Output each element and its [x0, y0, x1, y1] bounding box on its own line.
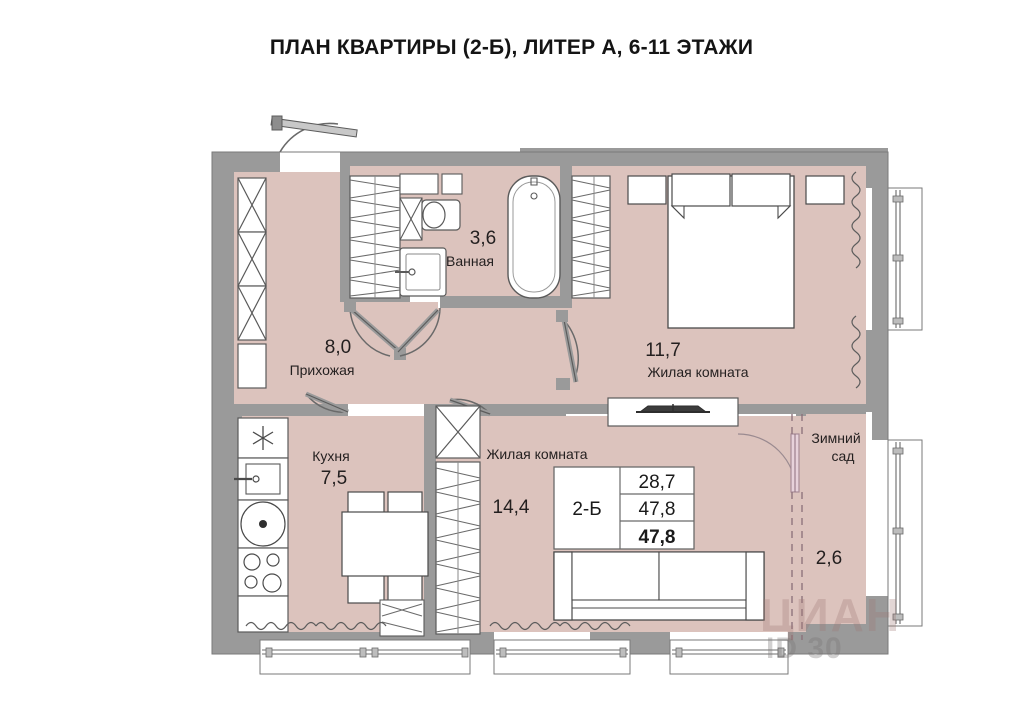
- nightstand-left: [627, 175, 667, 205]
- chair-bottom-left: [347, 574, 385, 604]
- winter-garden-area: 2,6: [816, 548, 842, 569]
- kitchen-name: Кухня: [312, 448, 349, 464]
- kitchen-area: 7,5: [321, 468, 347, 489]
- entrance-door: [270, 115, 358, 153]
- area-table-row-2: 47,8: [639, 527, 676, 548]
- chair-bottom-right: [387, 574, 423, 604]
- double-bed: [667, 173, 795, 329]
- bathtub: [507, 175, 561, 299]
- bathroom-area: 3,6: [470, 228, 496, 249]
- hall-door-2: [399, 307, 441, 357]
- winter-garden-partition: [791, 414, 803, 640]
- living-room-area: 14,4: [493, 497, 530, 518]
- bathroom-name: Ванная: [446, 253, 494, 269]
- wardrobe-center-lower: [435, 405, 481, 635]
- bedroom-curtains: [851, 171, 861, 389]
- winter-garden-name-line1: Зимний: [811, 430, 860, 446]
- kitchen-stove: [237, 547, 289, 597]
- area-table-row-0: 28,7: [639, 472, 676, 493]
- sofa: [553, 551, 765, 621]
- bathroom-door: [349, 307, 391, 357]
- wardrobe-hall: [349, 175, 401, 299]
- winter-garden-name-line2: сад: [832, 448, 855, 464]
- tv-unit: [607, 397, 739, 427]
- kitchen-sink: [234, 457, 289, 501]
- area-table: 2-Б 28,7 47,8 47,8: [553, 466, 695, 550]
- table-top: [341, 511, 429, 577]
- living-room-furniture: [553, 397, 765, 621]
- door-swings: [305, 300, 579, 417]
- toilet: [421, 199, 461, 231]
- living-room-name: Жилая комната: [486, 446, 587, 462]
- bathroom-fixtures: [395, 173, 561, 299]
- hall-name: Прихожая: [290, 362, 355, 378]
- closet-entry: [237, 177, 267, 389]
- bedroom-furniture: [627, 173, 845, 329]
- dining-table: [341, 491, 429, 604]
- balcony-glazing: [887, 187, 923, 627]
- nightstand-right: [805, 175, 845, 205]
- kitchen-round-appliance: [237, 499, 289, 549]
- wardrobe-center: [571, 175, 611, 299]
- area-table-type: 2-Б: [572, 499, 601, 520]
- kitchen-counter: [237, 595, 289, 633]
- kitchen-window: [379, 599, 425, 637]
- winter-garden-door: [737, 433, 800, 493]
- room-labels: 3,6 Ванная 8,0 Прихожая Кухня 7,5 11,7 Ж…: [290, 228, 861, 569]
- hall-area: 8,0: [325, 337, 351, 358]
- bedroom-area: 11,7: [645, 340, 681, 361]
- bottom-glazing: [259, 639, 789, 675]
- kitchen-hood: [237, 417, 289, 459]
- page-title: ПЛАН КВАРТИРЫ (2-Б), ЛИТЕР А, 6-11 ЭТАЖИ: [269, 36, 754, 59]
- kitchen-appliances: [234, 417, 289, 633]
- bedroom-name: Жилая комната: [647, 364, 748, 380]
- bath-shelf-1: [399, 173, 439, 195]
- area-table-row-1: 47,8: [639, 499, 676, 520]
- bath-shelf-2: [441, 173, 463, 195]
- washing-machine: [395, 247, 447, 297]
